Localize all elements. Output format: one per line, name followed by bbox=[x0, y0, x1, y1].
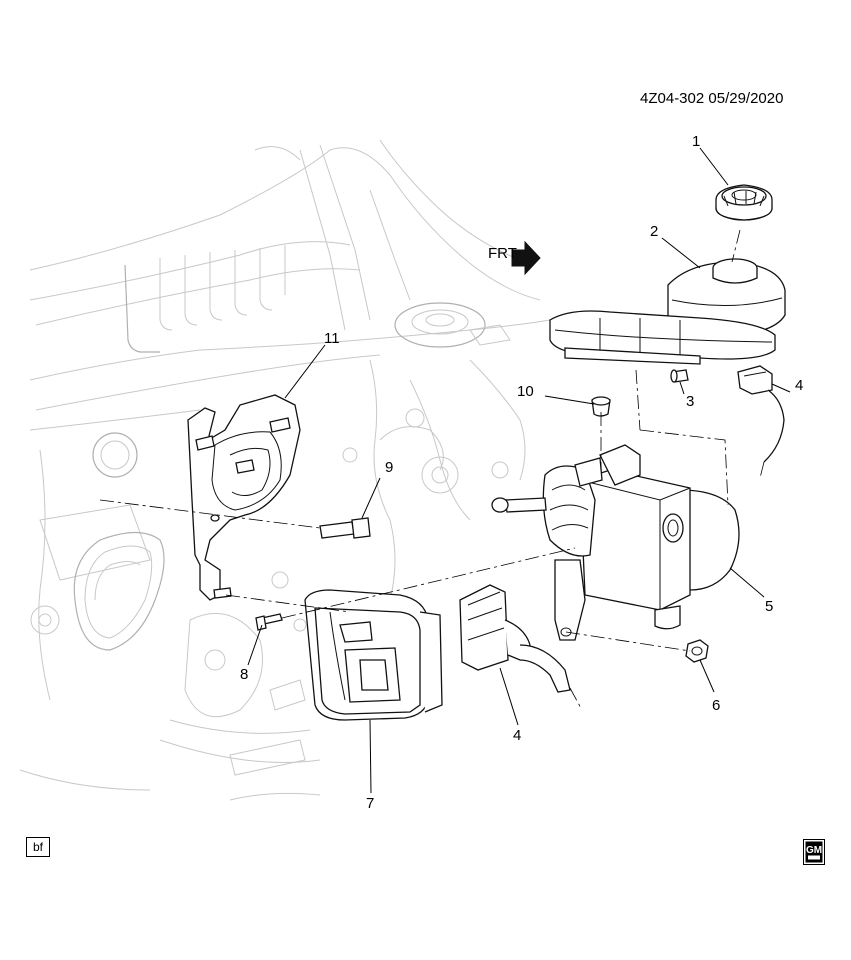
gm-logo-text: GM bbox=[806, 845, 822, 856]
front-direction-label: FRT bbox=[488, 245, 517, 262]
gm-logo-icon: GM bbox=[803, 839, 825, 865]
reservoir-pin bbox=[670, 369, 689, 383]
callout-4-lower: 4 bbox=[513, 727, 521, 744]
footer-tag: bf bbox=[26, 837, 50, 857]
reservoir-grommet bbox=[591, 396, 611, 417]
callout-5: 5 bbox=[765, 598, 773, 615]
wiring-harness-connector bbox=[459, 584, 571, 693]
diagram-id: 4Z04-302 05/29/2020 bbox=[640, 90, 784, 107]
callout-3: 3 bbox=[686, 393, 694, 410]
callout-11: 11 bbox=[324, 330, 340, 347]
vehicle-body-background bbox=[19, 139, 551, 801]
mounting-bracket bbox=[187, 394, 301, 601]
callout-leaders bbox=[247, 147, 791, 794]
brake-booster bbox=[491, 444, 740, 641]
master-cylinder bbox=[549, 310, 776, 365]
brake-control-module bbox=[304, 589, 443, 721]
callout-10: 10 bbox=[517, 383, 534, 400]
module-bolt bbox=[255, 613, 283, 631]
booster-nut bbox=[685, 639, 709, 663]
bracket-bolt bbox=[319, 517, 371, 539]
reservoir-cap bbox=[715, 184, 773, 221]
callout-8: 8 bbox=[240, 666, 248, 683]
callout-4-upper: 4 bbox=[795, 377, 803, 394]
callout-7: 7 bbox=[366, 795, 374, 812]
fluid-level-sensor bbox=[737, 365, 785, 463]
alignment-lines bbox=[99, 229, 765, 711]
callout-6: 6 bbox=[712, 697, 720, 714]
callout-labels: 1 2 3 4 4 5 6 7 8 9 10 11 bbox=[240, 133, 803, 812]
callout-9: 9 bbox=[385, 459, 393, 476]
callout-2: 2 bbox=[650, 223, 658, 240]
callout-1: 1 bbox=[692, 133, 700, 150]
front-direction-arrow: FRT bbox=[488, 240, 541, 276]
